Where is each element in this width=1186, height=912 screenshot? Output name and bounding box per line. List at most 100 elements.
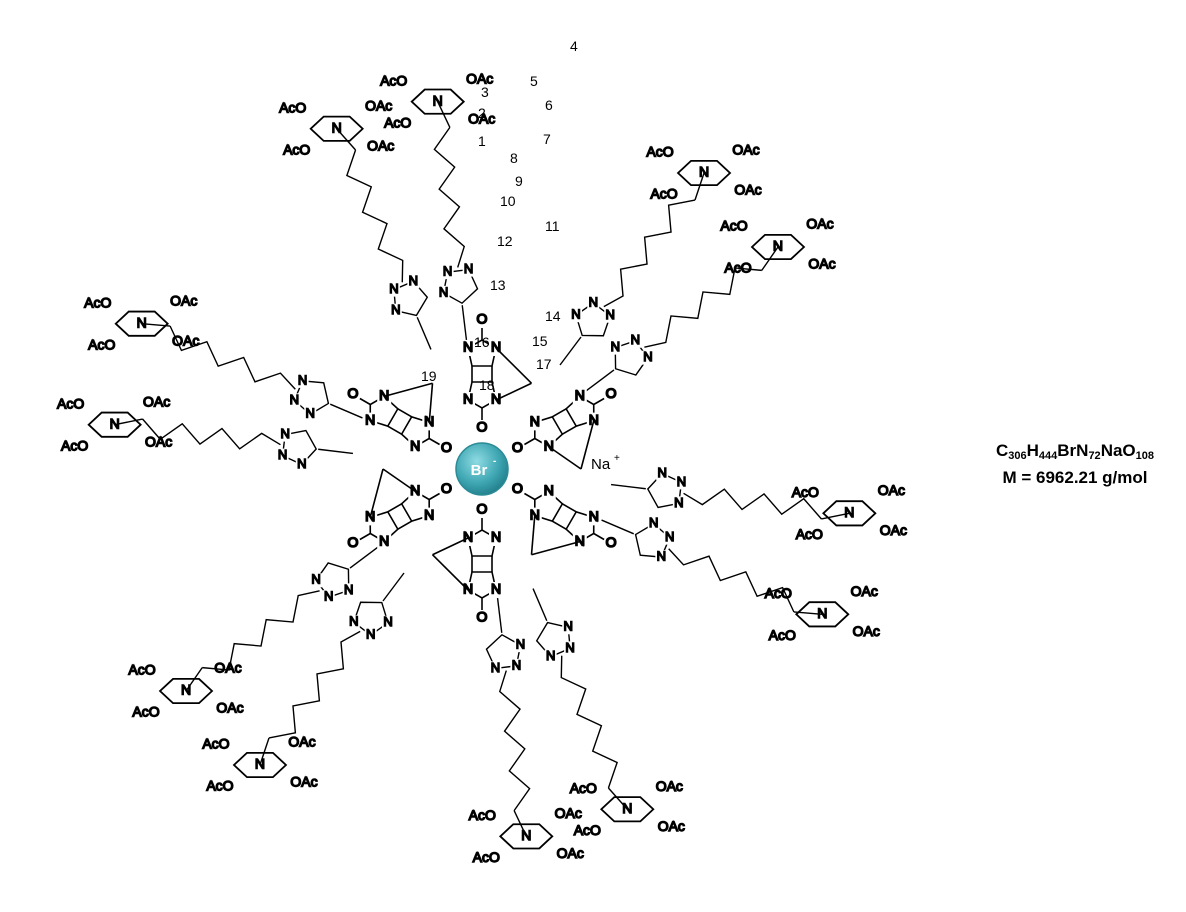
- label-mask: [276, 448, 289, 463]
- label-mask: [489, 530, 503, 546]
- carbon-number: 19: [421, 368, 437, 384]
- triazole-nitrogen: N: [658, 465, 667, 480]
- triazole-nitrogen: N: [665, 529, 674, 544]
- triazole-nitrogen: N: [409, 273, 418, 288]
- piperidine-ring: [794, 601, 850, 628]
- piperidine-ring: [498, 823, 554, 850]
- methylene-bridge: [382, 468, 416, 493]
- linker-bond: [601, 519, 635, 535]
- oxygen-label: O: [477, 501, 488, 517]
- acetoxy-label: OAc: [143, 393, 170, 409]
- nitrogen-label: N: [410, 482, 420, 498]
- acetoxy-label: OAc: [290, 774, 317, 790]
- label-mask: [310, 573, 323, 588]
- linker-bond: [461, 305, 468, 341]
- triazole-nitrogen: N: [564, 619, 573, 634]
- triazole-nitrogen: N: [565, 640, 574, 655]
- alkyl-chain: [433, 126, 466, 268]
- acetoxy-label: OAc: [172, 332, 199, 348]
- label-mask: [672, 496, 685, 511]
- ion-sphere: [455, 442, 509, 496]
- acetoxy-label: OAc: [851, 583, 878, 599]
- ring-attach-bond: [114, 418, 143, 426]
- carbon-number: 16: [474, 334, 490, 350]
- label-mask: [655, 550, 668, 565]
- ring-nitrogen: N: [773, 238, 783, 254]
- carbonyl-bond: [593, 532, 605, 541]
- piperidine-ring: [599, 796, 655, 823]
- molar-mass: M = 6962.21 g/mol: [1002, 468, 1148, 487]
- linker-bond: [496, 597, 503, 633]
- triazole-nitrogen: N: [389, 281, 398, 296]
- triazole-nitrogen: N: [491, 660, 500, 675]
- carbonyl-bond: [359, 532, 371, 541]
- oxygen-label: O: [512, 480, 523, 496]
- label-mask: [510, 658, 523, 673]
- carbon-number: 14: [545, 308, 561, 324]
- acetoxy-label: OAc: [853, 623, 880, 639]
- methylene-bridge: [431, 554, 469, 591]
- label-mask: [422, 507, 437, 524]
- label-mask: [408, 438, 423, 455]
- piperidine-ring: [87, 411, 142, 438]
- acetoxy-label: OAc: [734, 182, 761, 198]
- label-mask: [544, 649, 557, 664]
- nitrogen-label: N: [491, 391, 501, 407]
- nitrogen-label: N: [424, 506, 434, 522]
- linker-bond: [382, 572, 405, 602]
- carbon-number: 18: [479, 377, 495, 393]
- linker-bond: [349, 546, 379, 569]
- ring-nitrogen: N: [433, 92, 443, 108]
- ring-attach-bond: [607, 787, 628, 810]
- label-mask: [675, 475, 688, 490]
- carbonyl-bond: [428, 492, 440, 501]
- alkyl-chain: [268, 630, 361, 739]
- oxygen-label: O: [477, 311, 488, 327]
- alkyl-chain: [683, 488, 822, 520]
- linker-bond: [416, 316, 432, 350]
- piperidine-ring: [822, 500, 877, 527]
- ring-nitrogen: N: [255, 756, 265, 772]
- alkyl-chain: [346, 149, 404, 283]
- fusion-bond: [551, 520, 567, 530]
- fusion-bond: [387, 425, 403, 435]
- nitrogen-label: N: [575, 387, 585, 403]
- nitrogen-label: N: [463, 529, 473, 545]
- carbon-number: 9: [515, 173, 523, 189]
- ring-attach-bond: [694, 172, 705, 201]
- acetoxy-label: AcO: [646, 144, 673, 160]
- carbonyl-bond: [359, 397, 371, 406]
- acetoxy-label: AcO: [202, 736, 229, 752]
- label-mask: [288, 393, 301, 408]
- acetoxy-label: AcO: [384, 114, 411, 130]
- triazole-nitrogen: N: [643, 349, 652, 364]
- acetoxy-label: OAc: [365, 97, 392, 113]
- label-mask: [489, 661, 502, 676]
- alkyl-chain: [202, 590, 320, 671]
- triazole-nitrogen: N: [589, 294, 598, 309]
- label-mask: [541, 483, 556, 500]
- carbon-number: 11: [545, 218, 560, 234]
- triazole-nitrogen: N: [290, 392, 299, 407]
- label-mask: [441, 265, 454, 280]
- nitrogen-label: N: [544, 437, 554, 453]
- carbon-number: 8: [510, 150, 518, 166]
- nitrogen-label: N: [463, 339, 473, 355]
- triazole-nitrogen: N: [383, 614, 392, 629]
- acetoxy-label: AcO: [380, 72, 407, 88]
- label-mask: [382, 615, 395, 630]
- ring-nitrogen: N: [699, 164, 709, 180]
- ring-attach-bond: [336, 128, 357, 151]
- acetoxy-label: OAc: [214, 660, 241, 676]
- acetoxy-label: OAc: [880, 522, 907, 538]
- counter-ion-charge: +: [614, 453, 620, 464]
- alkyl-chain: [603, 199, 696, 308]
